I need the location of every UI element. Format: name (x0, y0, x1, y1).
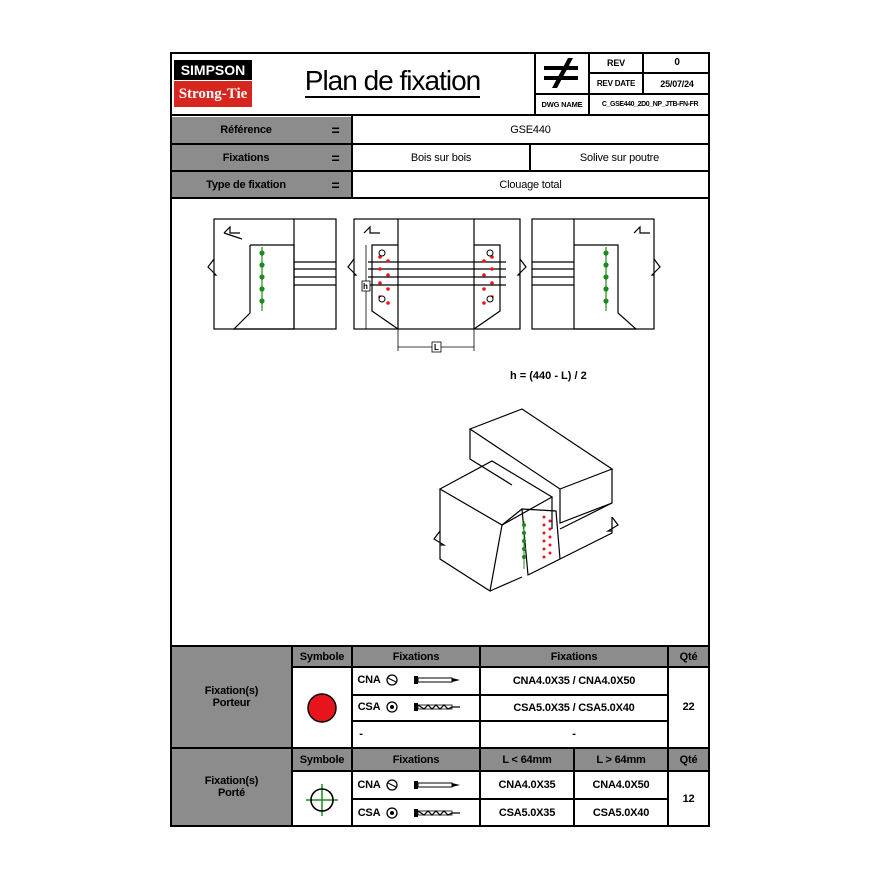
col-symbole: Symbole (293, 647, 351, 666)
fixations-value-2: Solive sur poutre (579, 151, 660, 164)
logo-simpson: SIMPSON (174, 60, 252, 80)
col-qty-2: Qté (669, 749, 708, 770)
porte-symbol-icon (306, 784, 338, 816)
divider (351, 798, 667, 800)
divider (170, 114, 710, 116)
rev-value: 0 (674, 57, 680, 68)
fixations-equals: = (320, 145, 351, 170)
divider (170, 197, 710, 199)
divider (529, 143, 531, 171)
cna-nail-icon-2 (386, 779, 460, 791)
fixations-value-1: Bois sur bois (410, 151, 472, 164)
divider (291, 666, 710, 668)
divider (170, 143, 710, 145)
csa-label: CSA (357, 701, 381, 713)
porteur-qty: 22 (682, 701, 695, 713)
col-l-small: L < 64mm (481, 749, 573, 770)
formula: h = (440 - L) / 2 (510, 370, 587, 382)
rev-date-value: 25/07/24 (660, 78, 694, 89)
csa-screw-icon (386, 701, 460, 713)
divider (291, 645, 293, 827)
col-fixations: Fixations (353, 647, 479, 666)
divider (534, 52, 536, 114)
dwg-name-value: C_GSE440_2D0_NP_JTB-FN-FR (601, 101, 699, 108)
divider (351, 114, 353, 199)
csa-large: CSA5.0X40 (592, 806, 650, 819)
csa-screw-icon-2 (386, 807, 460, 819)
cna-label-2: CNA (357, 779, 381, 791)
csa-value: CSA5.0X35 / CSA5.0X40 (513, 702, 635, 714)
dwg-name-label: DWG NAME (541, 100, 583, 109)
cna-small: CNA4.0X35 (498, 779, 556, 791)
type-equals: = (320, 172, 351, 197)
col-qty: Qté (669, 647, 708, 666)
not-equal-icon (544, 58, 578, 88)
col-fixations-3: Fixations (353, 749, 479, 770)
divider (667, 645, 669, 827)
logo-strong-tie: Strong-Tie (174, 81, 252, 107)
cna-nail-icon (386, 674, 460, 686)
divider (588, 72, 710, 74)
col-fixations-2: Fixations (481, 647, 667, 666)
sheet-frame (170, 52, 710, 827)
divider (351, 720, 667, 722)
divider (534, 93, 710, 95)
divider (291, 770, 710, 772)
type-label: Type de fixation (172, 172, 320, 197)
rev-date-label: REV DATE (596, 79, 636, 88)
col-l-large: L > 64mm (575, 749, 667, 770)
divider (588, 52, 590, 114)
dim-h: h (363, 282, 368, 291)
cna-label: CNA (357, 674, 381, 686)
divider (351, 694, 667, 696)
porte-qty: 12 (682, 792, 695, 805)
col-symbole-2: Symbole (293, 749, 351, 770)
porteur-symbol-icon (307, 693, 337, 723)
dash-left: - (359, 728, 363, 740)
divider (351, 645, 353, 827)
cna-large: CNA4.0X50 (592, 779, 650, 791)
type-value: Clouage total (499, 178, 562, 191)
divider (170, 170, 710, 172)
divider (479, 645, 481, 827)
divider (170, 645, 710, 647)
cna-value: CNA4.0X35 / CNA4.0X50 (512, 675, 636, 687)
porte-row-label: Fixation(s)Porté (172, 749, 291, 825)
reference-label: Référence (172, 117, 320, 143)
divider (573, 747, 575, 827)
technical-drawing: h L h = (440 - L) / 2 (207, 218, 661, 592)
reference-value: GSE440 (510, 124, 551, 136)
dim-l: L (434, 343, 439, 352)
divider (170, 747, 710, 749)
csa-small: CSA5.0X35 (498, 806, 556, 819)
page-title: Plan de fixation (304, 65, 481, 98)
reference-equals: = (320, 117, 351, 143)
csa-label-2: CSA (357, 807, 381, 819)
dash-right: - (572, 728, 576, 740)
rev-label: REV (607, 57, 625, 68)
porteur-row-label: Fixation(s)Porteur (172, 647, 291, 747)
fixations-label: Fixations (172, 145, 320, 170)
